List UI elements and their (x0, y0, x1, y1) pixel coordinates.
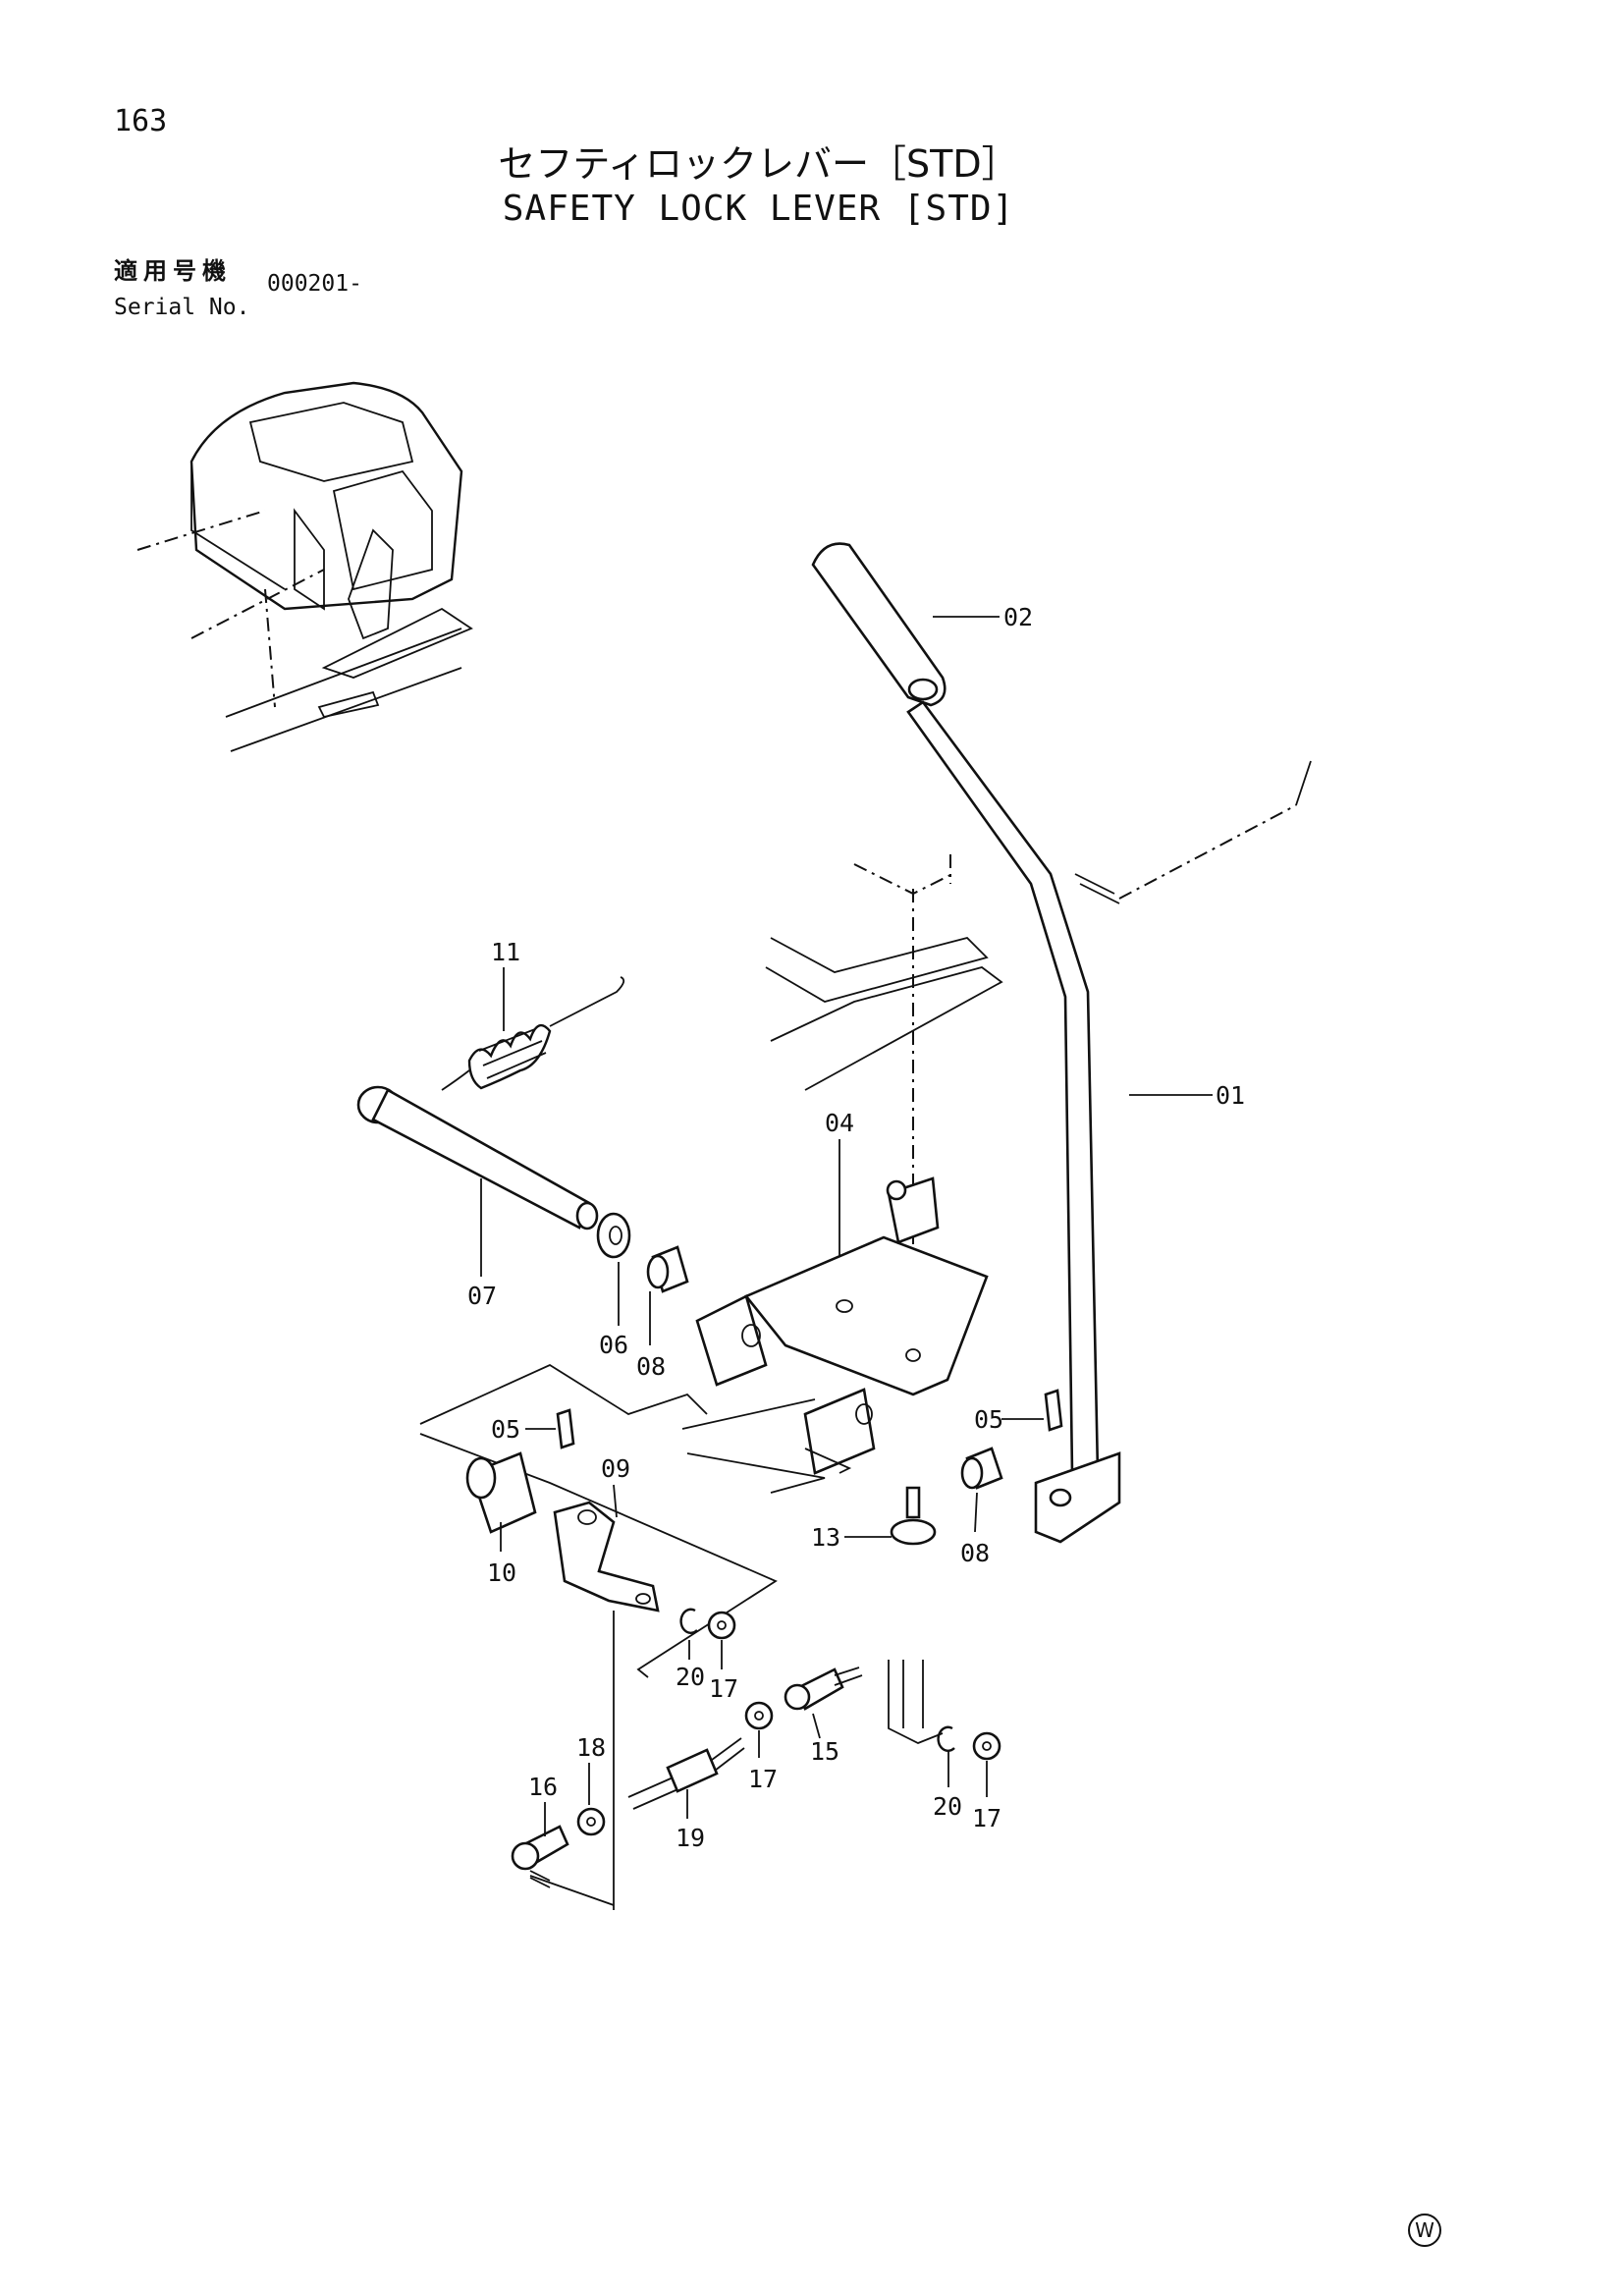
callout-10: 10 (487, 1558, 516, 1587)
callout-17-right: 17 (972, 1804, 1001, 1832)
part-01-lever (906, 700, 1121, 1544)
title-japanese: セフティロックレバー［STD］ (498, 142, 1019, 186)
callout-08-right: 08 (960, 1539, 990, 1567)
title-english: SAFETY LOCK LEVER [STD] (502, 189, 1015, 229)
callout-05-left: 05 (491, 1415, 520, 1444)
part-08-bushing-right (960, 1447, 1003, 1490)
part-10-collar (465, 1451, 537, 1534)
part-04-bracket (695, 1176, 989, 1475)
callout-11: 11 (491, 938, 520, 966)
part-15-rod-end-right (784, 1667, 863, 1711)
part-20-snap-ring-right (937, 1725, 955, 1752)
page-number: 163 (114, 104, 168, 138)
callout-01: 01 (1216, 1081, 1245, 1110)
floor-plate-outline (765, 760, 1312, 1365)
callout-02: 02 (1003, 603, 1033, 631)
serial-label-japanese: 適用号機 (114, 257, 232, 285)
callout-15: 15 (810, 1737, 839, 1766)
part-13-bolt (890, 1486, 937, 1546)
callout-04: 04 (825, 1109, 854, 1137)
part-05-pin-left (556, 1408, 575, 1449)
callout-17-upper: 17 (709, 1674, 738, 1703)
circled-w-mark: W (1408, 2214, 1441, 2247)
callout-leaders (480, 616, 1213, 1910)
callout-17-middle: 17 (748, 1765, 778, 1793)
part-08-bushing-left (646, 1245, 689, 1293)
part-17-nut-middle (744, 1701, 774, 1730)
mounting-plate-outline (419, 1363, 826, 1678)
callout-labels: 02 01 11 04 07 06 08 05 05 09 10 13 08 2… (467, 603, 1245, 1852)
callout-16: 16 (528, 1773, 558, 1801)
callout-20-left: 20 (676, 1663, 705, 1691)
part-11-spring (441, 976, 625, 1091)
part-20-snap-ring-left (679, 1608, 698, 1634)
serial-number-value: 000201- (267, 271, 362, 297)
callout-07: 07 (467, 1282, 497, 1310)
callout-19: 19 (676, 1824, 705, 1852)
cab-location-inset (136, 381, 473, 752)
part-17-nut-right (972, 1731, 1001, 1761)
callout-20-right: 20 (933, 1792, 962, 1821)
callout-06: 06 (599, 1331, 628, 1359)
part-18-nut (576, 1807, 606, 1836)
part-19-rod (627, 1737, 745, 1810)
part-17-nut-upper (707, 1611, 736, 1640)
serial-label-english: Serial No. (114, 295, 250, 320)
part-07-pin (356, 1085, 599, 1230)
callout-18: 18 (576, 1733, 606, 1762)
part-05-pin-right (1044, 1389, 1063, 1432)
callout-09: 09 (601, 1454, 630, 1483)
part-06-washer (596, 1212, 631, 1259)
callout-13: 13 (811, 1523, 840, 1552)
callout-08-left: 08 (636, 1352, 666, 1381)
callout-05-right: 05 (974, 1405, 1003, 1434)
rod-bracket-right (888, 1660, 944, 1744)
part-02-grip (811, 542, 947, 707)
part-16-rod-end-left (511, 1825, 569, 1888)
part-09-arm (553, 1501, 660, 1613)
